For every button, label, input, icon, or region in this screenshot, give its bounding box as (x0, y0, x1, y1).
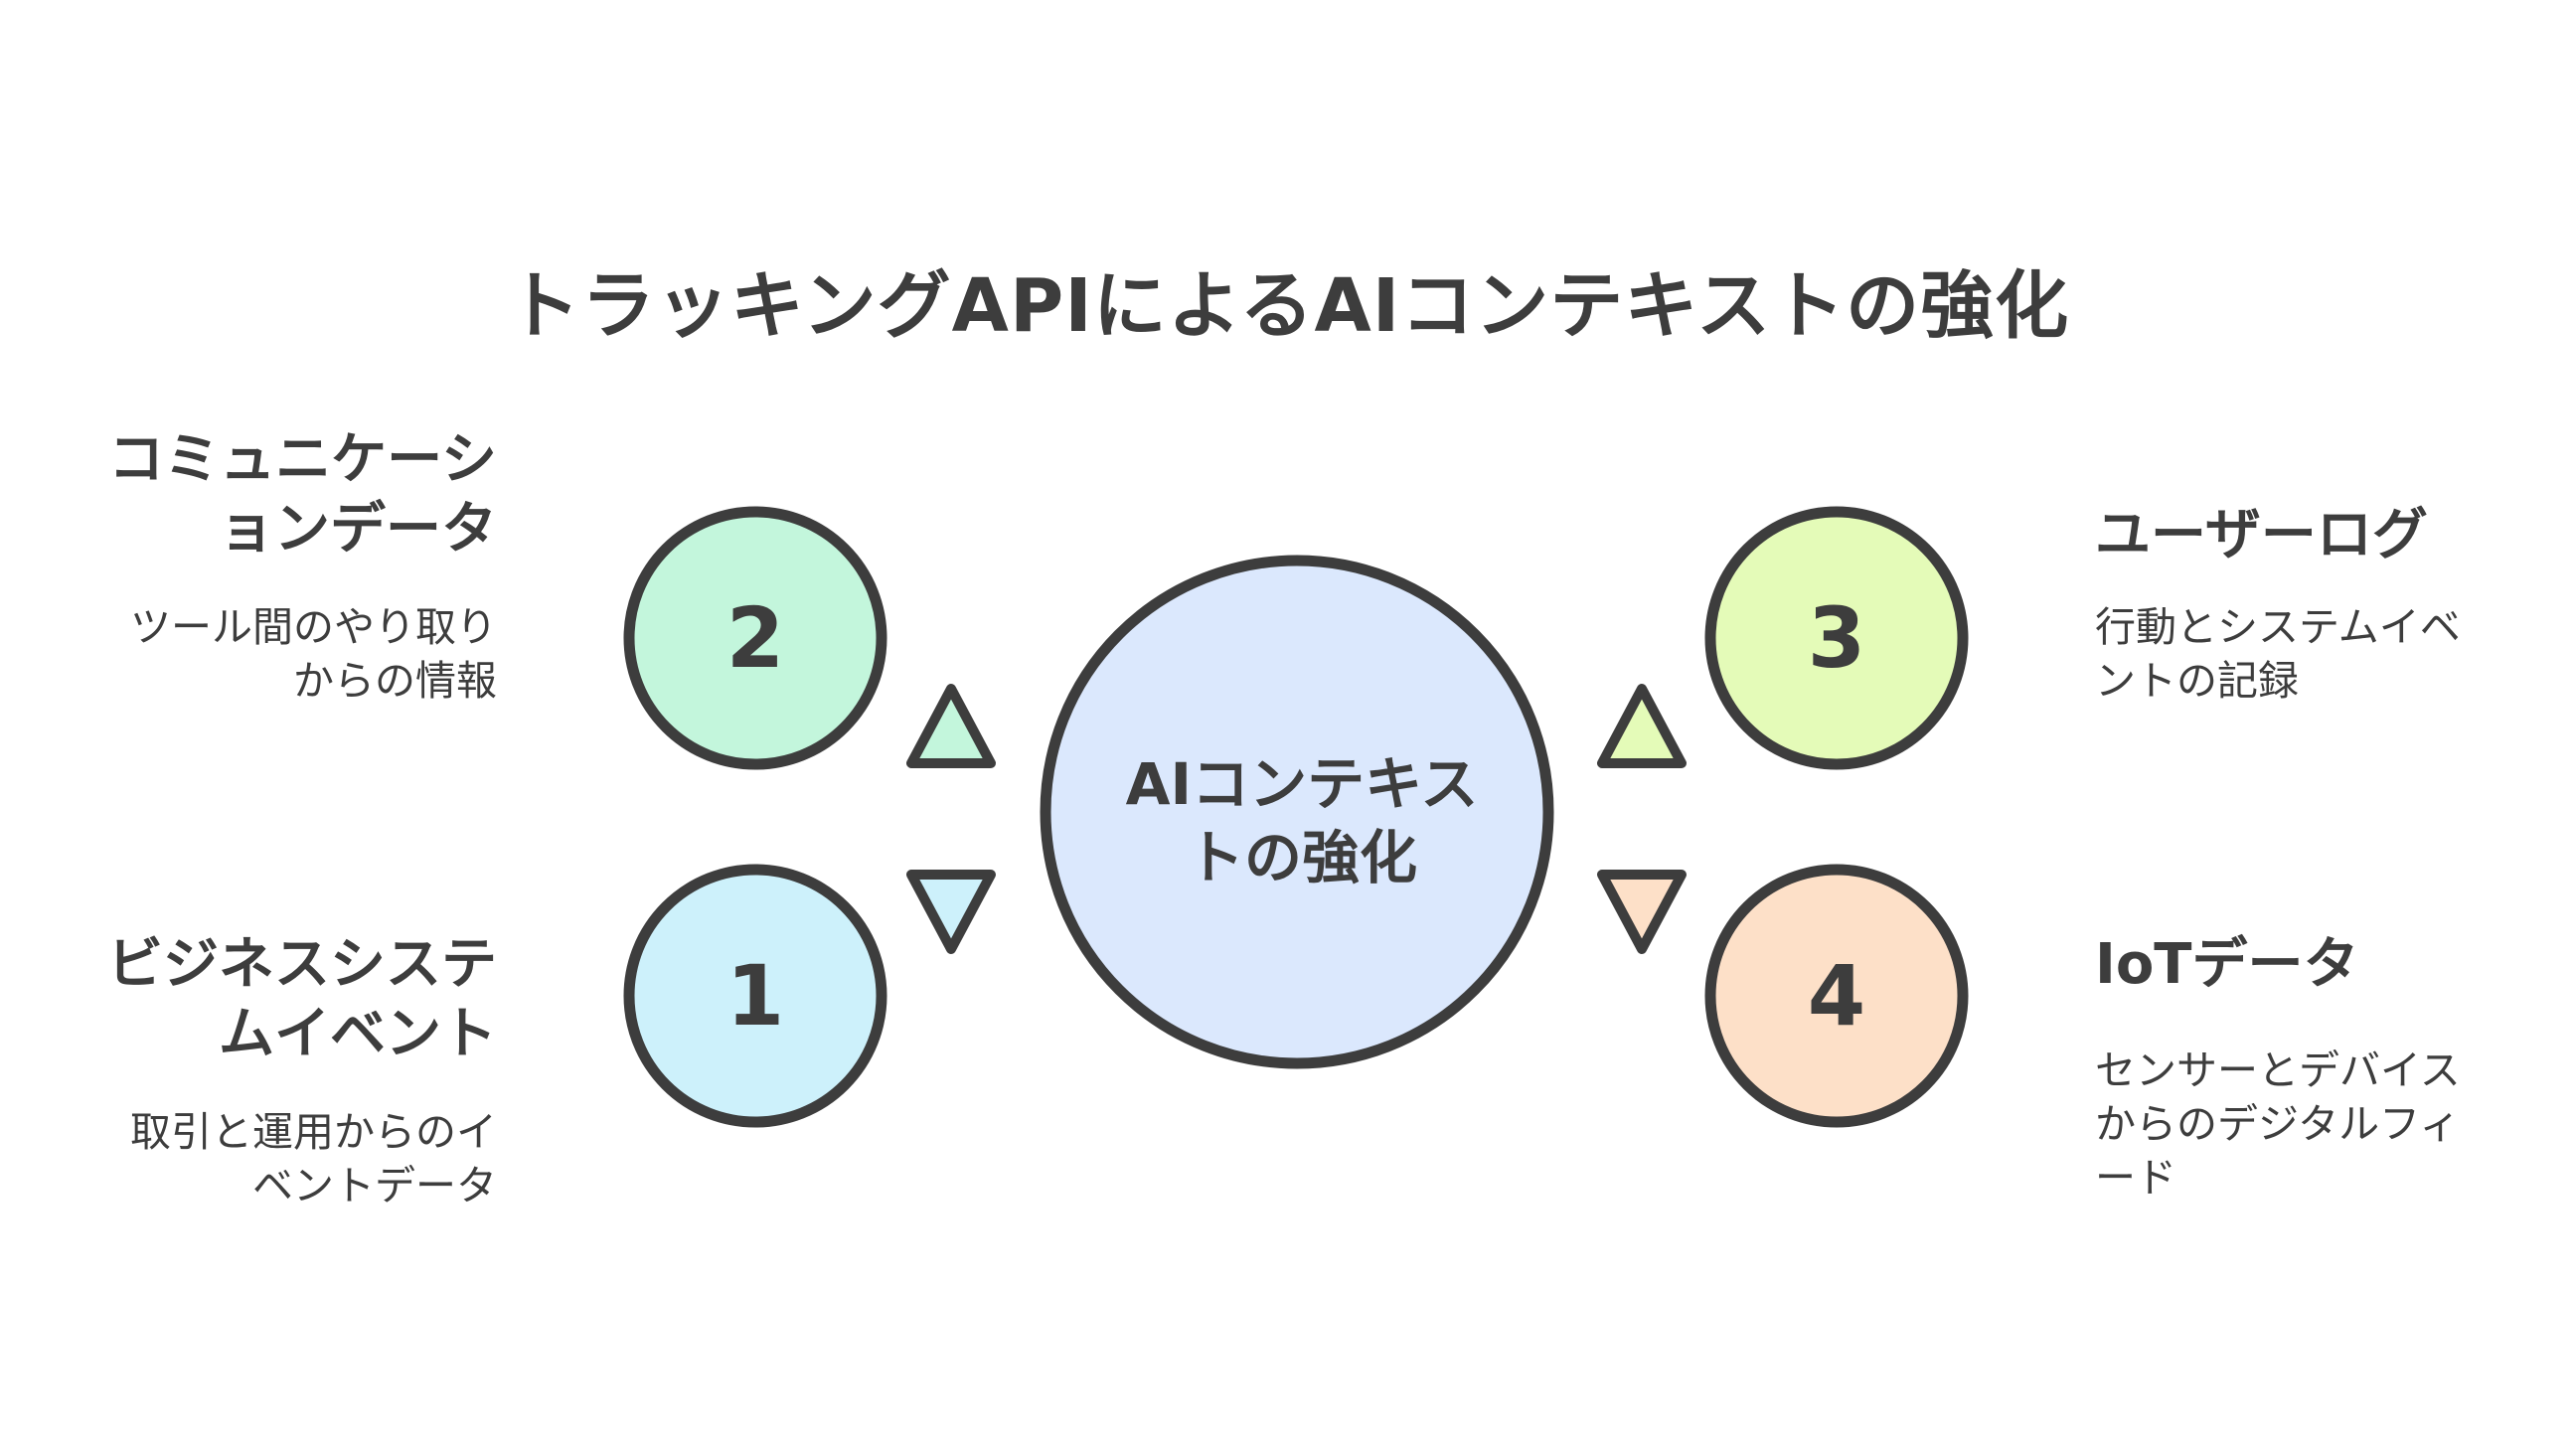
node-4-outline (1704, 864, 1969, 1128)
item-4-desc-line1: センサーとデバイス (2095, 1046, 2461, 1094)
center-label-line2: トの強化 (1186, 824, 1417, 891)
item-1-desc-line2: ベントデータ (252, 1162, 497, 1209)
arrow-down-icon-left (906, 870, 996, 954)
item-1-description: 取引と運用からのイ ベントデータ (60, 1105, 497, 1212)
item-3-text: ユーザーログ 行動とシステムイベ ントの記録 (2095, 501, 2532, 708)
node-2 (623, 506, 887, 770)
center-label-line1: AIコンテキス (1125, 750, 1479, 818)
item-1-heading-line2: ムイベント (219, 1002, 497, 1066)
item-2-text: コミュニケーシ ョンデータ ツール間のやり取り からの情報 (60, 425, 497, 708)
item-4-heading: IoTデータ (2095, 932, 2359, 997)
node-1-outline (623, 864, 887, 1128)
center-node (1040, 555, 1554, 1069)
item-2-heading: コミュニケーシ ョンデータ (60, 425, 497, 564)
node-2-number: 2 (725, 589, 785, 687)
node-3-outline (1704, 506, 1969, 770)
node-4-number: 4 (1807, 947, 1866, 1045)
center-node-fill (1046, 561, 1548, 1063)
item-2-description: ツール間のやり取り からの情報 (60, 600, 497, 708)
node-3 (1704, 506, 1969, 770)
center-node-outline (1040, 555, 1554, 1069)
arrow-up-icon-left (906, 684, 996, 768)
item-2-heading-line1: コミュニケーシ (108, 427, 497, 492)
item-1-text: ビジネスシステ ムイベント 取引と運用からのイ ベントデータ (60, 930, 497, 1212)
item-4-desc-line3: ード (2095, 1154, 2176, 1202)
node-1-number: 1 (725, 947, 785, 1045)
center-label: AIコンテキス トの強化 (1063, 747, 1540, 894)
arrow-down-icon-right (1597, 870, 1687, 954)
node-2-fill (629, 512, 882, 764)
item-4-desc-line2: からのデジタルフィ (2095, 1100, 2461, 1148)
item-2-desc-line2: からの情報 (293, 657, 497, 705)
item-3-desc-line2: ントの記録 (2095, 657, 2299, 705)
node-1-fill (629, 870, 882, 1122)
item-1-heading-line1: ビジネスシステ (107, 932, 497, 997)
item-3-description: 行動とシステムイベ ントの記録 (2095, 600, 2532, 708)
arrow-up-icon-right (1597, 684, 1687, 768)
item-1-heading: ビジネスシステ ムイベント (60, 930, 497, 1069)
item-2-heading-line2: ョンデータ (219, 497, 497, 562)
item-3-desc-line1: 行動とシステムイベ (2095, 603, 2461, 651)
item-2-desc-line1: ツール間のやり取り (130, 603, 497, 651)
node-3-fill (1710, 512, 1963, 764)
node-4 (1704, 864, 1969, 1128)
item-1-desc-line1: 取引と運用からのイ (130, 1108, 497, 1156)
item-4-text: IoTデータ センサーとデバイス からのデジタルフィ ード (2095, 930, 2532, 1205)
node-1 (623, 864, 887, 1128)
diagram-title: トラッキングAPIによるAIコンテキストの強化 (506, 263, 2070, 349)
node-4-fill (1710, 870, 1963, 1122)
item-4-description: センサーとデバイス からのデジタルフィ ード (2095, 1044, 2532, 1205)
item-3-heading: ユーザーログ (2095, 503, 2428, 567)
node-3-number: 3 (1807, 589, 1866, 687)
node-2-outline (623, 506, 887, 770)
